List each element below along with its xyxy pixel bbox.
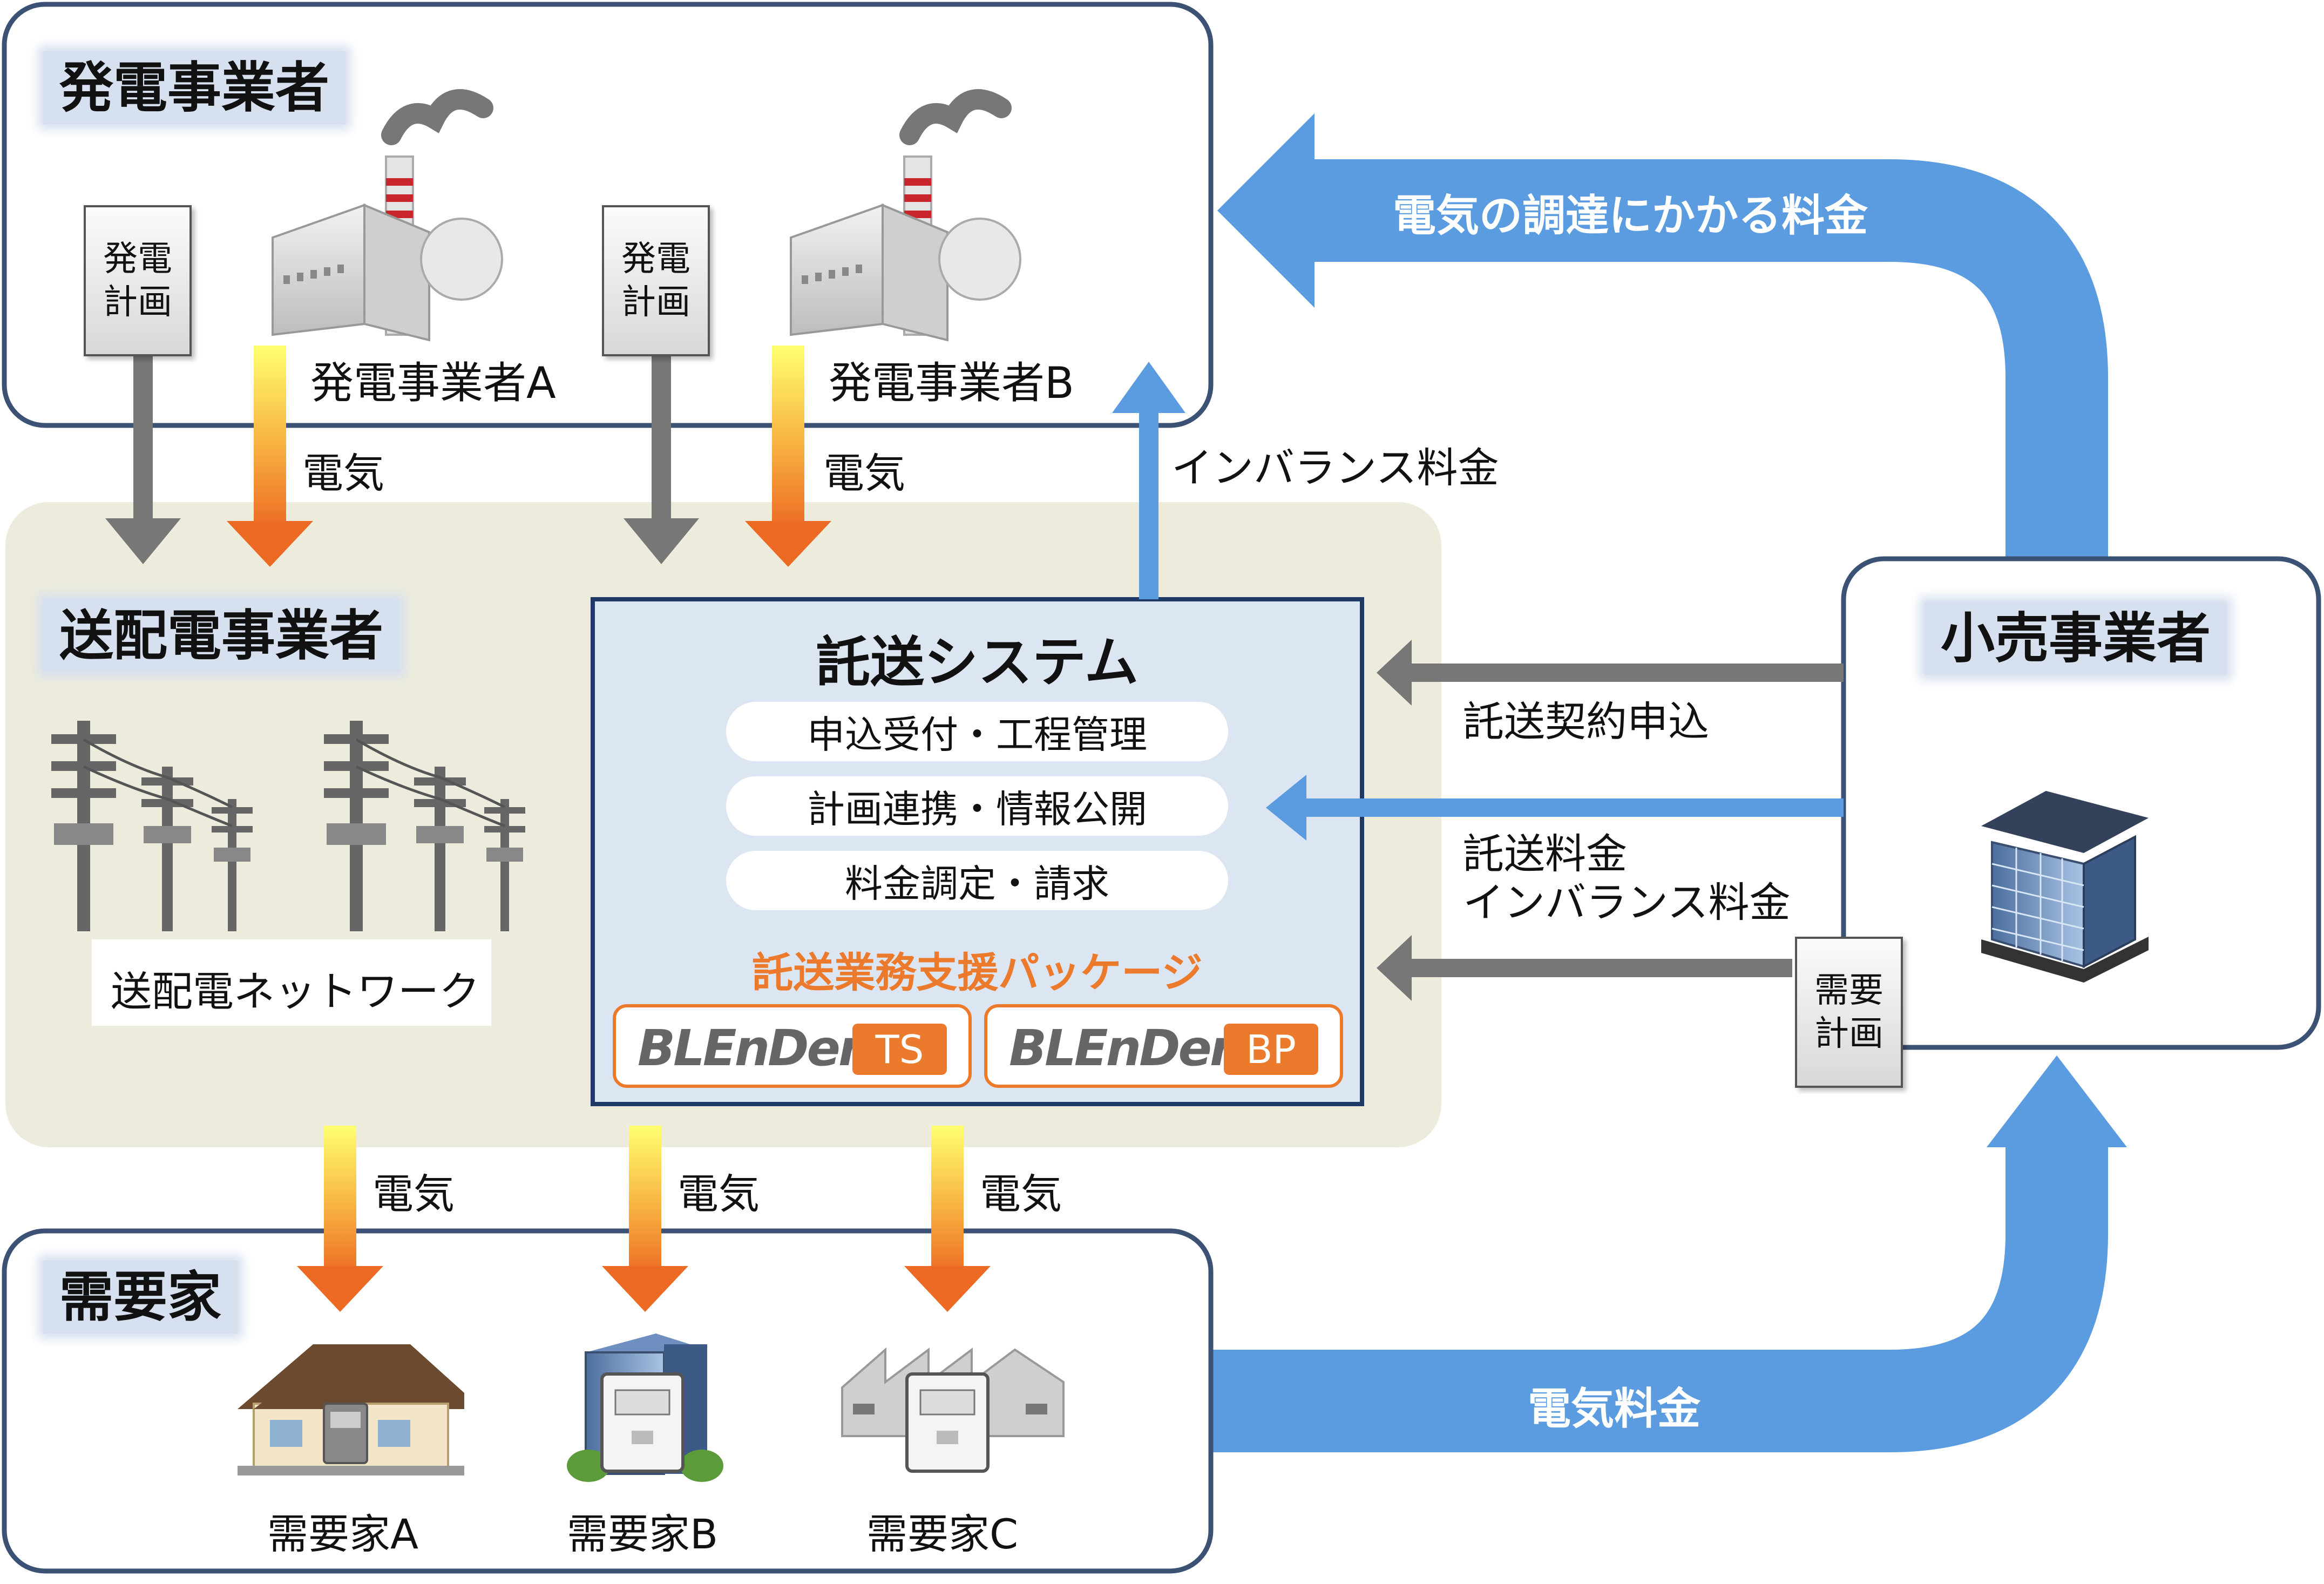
- plan-arrow-a: [105, 351, 181, 564]
- network-label-bg: [92, 939, 491, 1026]
- meter-icon: [323, 1403, 368, 1464]
- product-tag-ts: TS: [852, 1024, 947, 1075]
- electricity-arrow-consumer-a: [297, 1126, 383, 1312]
- demand-plan-arrow: [1377, 935, 1792, 1001]
- system-title: 託送システム: [816, 631, 1139, 694]
- document-line-2: 計画: [103, 282, 172, 322]
- office-building-icon: [1981, 791, 2149, 983]
- wheeling-imbalance-fee-label: インバランス料金: [1463, 878, 1791, 926]
- package-label: 託送業務支援パッケージ: [752, 949, 1203, 997]
- electricity-label: 電気: [980, 1170, 1062, 1218]
- function-plan-information: 計画連携・情報公開: [726, 776, 1228, 836]
- transmission-title: 送配電事業者: [43, 599, 399, 672]
- document-line-1: 需要: [1814, 971, 1883, 1011]
- electricity-fee-flow: [1209, 1055, 2127, 1452]
- electricity-label: 電気: [302, 449, 384, 497]
- generator-a-label: 発電事業者A: [310, 358, 556, 408]
- electricity-label: 電気: [677, 1170, 760, 1218]
- product-tag-bp: BP: [1224, 1024, 1318, 1075]
- factory-icon: [790, 89, 1021, 342]
- consumers-title: 需要家: [43, 1261, 238, 1333]
- product-badge-bp: BLEnDer BP: [984, 1004, 1343, 1088]
- blender-logo: BLEnDer: [638, 1019, 863, 1077]
- document-line-1: 発電: [103, 239, 172, 279]
- procurement-fee-flow: [1217, 113, 2108, 567]
- retailer-title: 小売事業者: [1925, 602, 2227, 675]
- contract-application-label: 託送契約申込: [1463, 698, 1709, 746]
- electricity-label: 電気: [823, 449, 905, 497]
- electricity-arrow-gen-a: [227, 346, 313, 567]
- imbalance-fee-up-arrow: [1112, 362, 1185, 599]
- demand-plan-document: 需要 計画: [1795, 937, 1903, 1088]
- document-line-2: 計画: [621, 282, 690, 322]
- function-billing: 料金調定・請求: [726, 851, 1228, 910]
- procurement-fee-label: 電気の調達にかかる料金: [1393, 191, 1868, 241]
- electricity-fee-label: 電気料金: [1528, 1384, 1700, 1434]
- generators-title: 発電事業者: [43, 51, 345, 124]
- electricity-arrow-consumer-c: [904, 1126, 991, 1312]
- consumer-c-label: 需要家C: [866, 1510, 1019, 1558]
- electricity-arrow-consumer-b: [602, 1126, 688, 1312]
- contract-application-arrow: [1377, 640, 1844, 706]
- product-badge-ts: BLEnDer TS: [613, 1004, 972, 1088]
- plan-arrow-b: [624, 351, 699, 564]
- factory-icon: [272, 89, 503, 342]
- imbalance-fee-label: インバランス料金: [1171, 444, 1499, 492]
- meter-icon: [600, 1372, 685, 1473]
- power-pole-icon: [51, 721, 525, 931]
- consumer-b-label: 需要家B: [567, 1510, 719, 1558]
- document-line-1: 発電: [621, 239, 690, 279]
- document-line-2: 計画: [1814, 1014, 1883, 1054]
- generation-plan-document-a: 発電 計画: [84, 205, 192, 356]
- electricity-label: 電気: [372, 1170, 455, 1218]
- function-application-process: 申込受付・工程管理: [726, 702, 1228, 761]
- wheeling-fee-label: 託送料金: [1463, 830, 1627, 878]
- network-label: 送配電ネットワーク: [111, 967, 480, 1016]
- meter-icon: [905, 1372, 990, 1473]
- consumer-a-label: 需要家A: [267, 1510, 418, 1558]
- blender-logo: BLEnDer: [1009, 1019, 1234, 1077]
- generator-b-label: 発電事業者B: [829, 358, 1074, 408]
- wheeling-fee-arrow: [1266, 775, 1844, 841]
- generation-plan-document-b: 発電 計画: [602, 205, 710, 356]
- electricity-arrow-gen-b: [745, 346, 831, 567]
